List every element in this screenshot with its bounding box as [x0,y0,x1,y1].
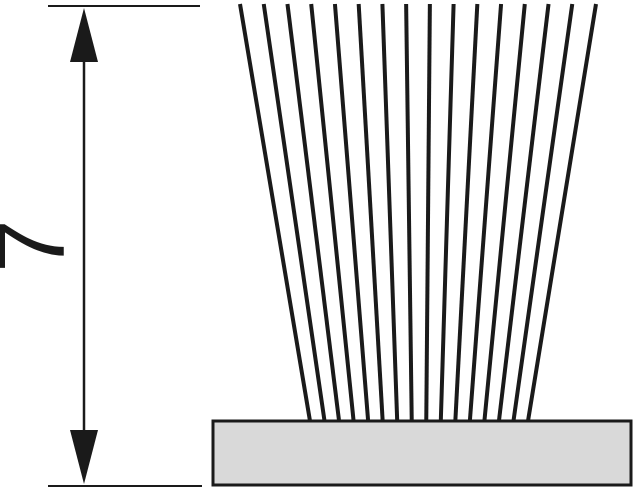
dimension-arrow-bottom [70,430,98,484]
bristle [496,3,551,422]
bristle [285,3,342,422]
bristle [511,3,575,422]
base-strip [211,419,633,487]
bristle [424,3,432,422]
bristle [404,3,414,422]
bristle [467,3,504,422]
bristle [332,3,371,422]
dimension-arrow-top [70,8,98,62]
bristle [356,3,385,422]
bristle [238,3,312,422]
bristle [438,3,456,422]
bristle [482,3,527,422]
bristle [453,3,480,422]
bristle [526,3,598,422]
bristle [309,3,356,422]
bristle [380,3,400,422]
bristles-group [238,3,598,422]
dimension-label: 7 [0,219,84,272]
bristle [261,3,327,422]
